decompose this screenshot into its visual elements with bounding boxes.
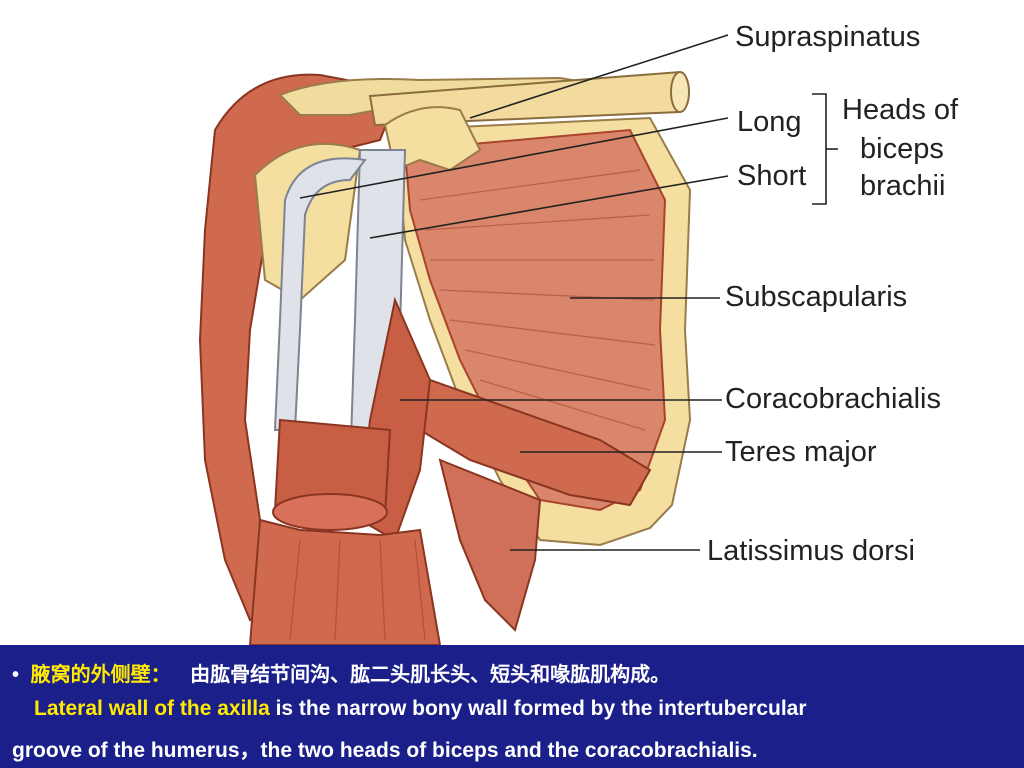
teres-major-muscle — [418, 378, 652, 507]
supraspinatus-cut-end — [670, 71, 690, 113]
coracoid-process — [383, 106, 482, 172]
label-subscapularis: Subscapularis — [725, 281, 908, 313]
caption-line-english-1: Lateral wall of the axilla is the narrow… — [34, 697, 807, 721]
caption-cn-term: 腋窝的外侧壁： — [30, 664, 171, 686]
label-heads-of: Heads of — [842, 94, 959, 126]
caption-cn-text: 由肱骨结节间沟、肱二头肌长头、短头和喙肱肌构成。 — [190, 664, 671, 686]
label-coracobrachialis: Coracobrachialis — [725, 383, 941, 415]
caption-en-text-1: is the narrow bony wall formed by the in… — [269, 697, 807, 720]
caption-line-english-2: groove of the humerus，the two heads of b… — [12, 739, 758, 762]
subscapularis-muscle — [403, 128, 667, 512]
deltoid-region — [198, 73, 402, 622]
label-supraspinatus: Supraspinatus — [735, 21, 921, 53]
shoulder-anatomy-illustration — [198, 34, 838, 645]
caption-bullet: • — [12, 664, 20, 686]
label-teres-major: Teres major — [725, 436, 877, 468]
upper-arm — [248, 518, 442, 645]
label-long-head: Long — [737, 106, 802, 138]
label-short-head: Short — [737, 160, 807, 192]
label-biceps: biceps — [860, 133, 944, 165]
leader-lines — [299, 34, 838, 551]
label-brachii: brachii — [860, 170, 946, 202]
caption-panel: • 腋窝的外侧壁： 由肱骨结节间沟、肱二头肌长头、短头和喙肱肌构成。 Later… — [0, 645, 1024, 768]
caption-line-chinese: • 腋窝的外侧壁： 由肱骨结节间沟、肱二头肌长头、短头和喙肱肌构成。 — [12, 658, 670, 687]
caption-en-term: Lateral wall of the axilla — [34, 697, 270, 720]
anatomy-figure: Supraspinatus Long Short Heads of biceps… — [198, 21, 959, 645]
latissimus-dorsi-muscle — [438, 458, 542, 632]
biceps-cut-end — [272, 493, 388, 531]
long-head-tendon — [273, 157, 367, 431]
label-latissimus-dorsi: Latissimus dorsi — [707, 535, 915, 567]
